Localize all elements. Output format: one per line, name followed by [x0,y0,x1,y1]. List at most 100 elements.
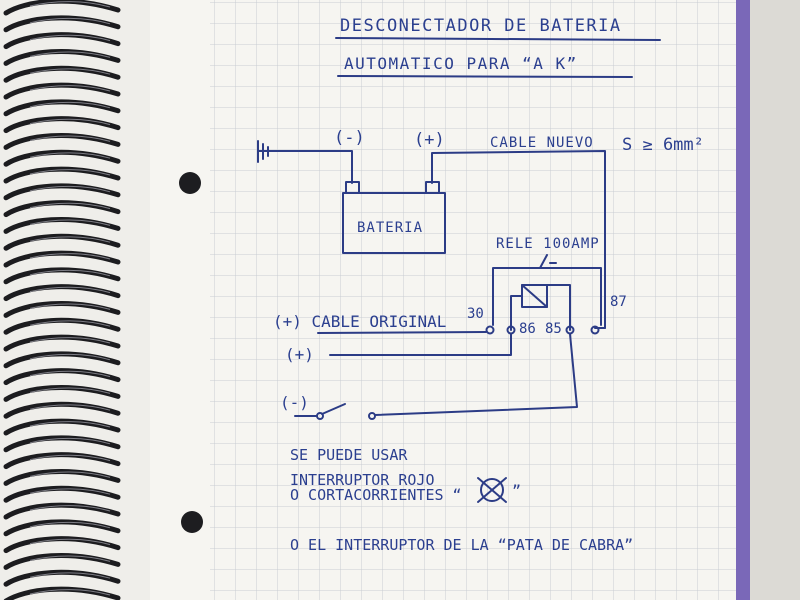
spiral-coil [3,183,121,201]
spiral-coil [3,49,121,66]
spiral-binding [3,0,121,600]
spiral-highlight [29,521,111,529]
spiral-coil [3,368,121,386]
spiral-coil [3,334,121,352]
spiral-highlight [29,34,111,42]
page-edge [750,0,800,600]
spiral-coil [3,99,121,117]
pin-30-terminal [485,325,495,335]
note-line-1: SE PUEDE USAR [290,446,408,464]
crossed-circle-icon [477,477,507,503]
spiral-coil [3,301,121,318]
spiral-coil [3,485,121,503]
spiral-highlight [29,286,111,294]
spiral-highlight [29,404,111,411]
note-line-4: O EL INTERRUPTOR DE LA “PATA DE CABRA” [290,536,633,554]
pin-30-label: 30 [467,306,484,322]
spiral-coil [3,166,121,184]
spiral-highlight [29,437,111,445]
spiral-highlight [29,353,111,361]
spiral-coil [3,250,121,268]
spiral-highlight [29,236,111,243]
spiral-coil [3,15,121,33]
spiral-coil [3,502,121,520]
original-cable-label: (+) CABLE ORIGINAL [273,312,446,331]
battery-symbol [342,181,446,254]
spiral-coil [3,200,121,218]
spiral-coil [3,569,121,587]
spiral-highlight [29,370,111,378]
spiral-coil [3,418,121,436]
spiral-highlight [29,303,111,310]
title-underline-2 [337,75,633,78]
spiral-coil [3,586,121,600]
pin-87-label: 87 [610,294,627,310]
negative-wire [257,150,353,184]
pin-87-terminal [590,325,600,335]
spiral-coil [3,217,121,234]
spiral-coil [3,116,121,134]
switch-symbol [294,403,376,420]
spiral-highlight [29,538,111,546]
punch-hole-top [179,172,201,194]
cable-section-label: S ≥ 6mm² [622,135,704,155]
spiral-coil [3,284,121,302]
positive-wire [329,333,512,356]
negative-line-label: (-) [280,393,309,412]
spiral-highlight [29,1,111,8]
battery-label: BATERIA [357,220,423,236]
spiral-coil [3,149,121,167]
spiral-highlight [29,337,111,344]
relay-symbol [492,254,602,331]
spiral-highlight [29,202,111,210]
spiral-highlight [29,488,111,495]
spiral-highlight [29,454,111,462]
spiral-coil [3,32,121,50]
spiral-highlight [29,555,111,562]
spiral-coil [3,0,121,16]
spiral-coil [3,267,121,285]
spiral-coil [3,452,121,470]
spiral-highlight [29,152,111,159]
spiral-highlight [29,135,111,142]
spiral-coil [3,133,121,150]
spiral-coil [3,82,121,100]
title-underline-1 [335,37,661,41]
spiral-coil [3,401,121,419]
switch-wire [374,333,578,416]
spiral-highlight [29,51,111,58]
new-cable-label: CABLE NUEVO [490,135,594,151]
spiral-coil [3,351,121,369]
spiral-highlight [29,253,111,260]
punch-hole-bottom [181,511,203,533]
spiral-highlight [29,219,111,226]
spiral-highlight [29,269,111,277]
spiral-highlight [29,68,111,75]
spiral-highlight [29,118,111,126]
spiral-highlight [29,505,111,512]
spiral-coil [3,553,121,570]
spiral-coil [3,65,121,83]
grid-paper [210,0,740,600]
spiral-coil [3,435,121,453]
pin-86-label: 86 [519,321,536,337]
margin-stripe [736,0,750,600]
note-line-2: INTERRUPTOR ROJO [290,471,435,489]
pin-85-label: 85 [545,321,562,337]
title-line-1: DESCONECTADOR DE BATERIA [340,16,622,36]
spiral-highlight [29,471,111,478]
spiral-coil [3,519,121,537]
spiral-coil [3,317,121,335]
spiral-highlight [29,572,111,579]
note-line-3: O CORTACORRIENTES “ [290,486,462,504]
positive-line-label: (+) [285,345,314,364]
spiral-coil [3,469,121,486]
spiral-highlight [29,589,111,596]
original-cable-wire [317,331,487,334]
spiral-highlight [29,185,111,193]
spiral-coil [3,385,121,402]
spiral-highlight [29,387,111,394]
spiral-highlight [29,320,111,327]
title-line-2: AUTOMATICO PARA “A K” [344,54,578,73]
